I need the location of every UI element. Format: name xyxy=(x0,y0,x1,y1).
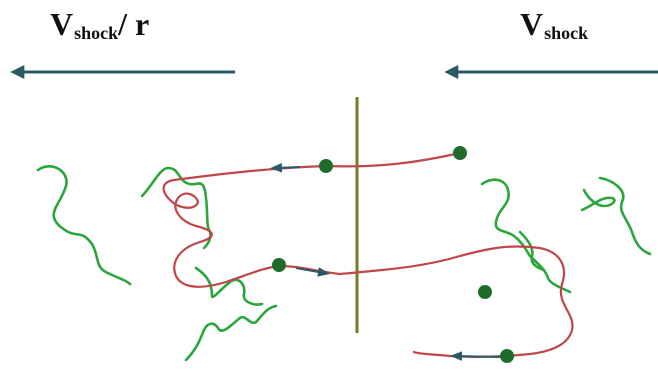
field-line-right-2 xyxy=(518,230,546,272)
field-line-right-1 xyxy=(480,178,572,294)
particle-dot xyxy=(500,349,514,363)
field-line-left-1 xyxy=(140,166,212,250)
particles xyxy=(272,146,514,363)
downstream-velocity-label: Vshock/ r xyxy=(50,6,150,43)
field-line-far-right-1 xyxy=(580,188,616,212)
trajectory-arrow-bottom xyxy=(450,351,501,361)
trajectory-main xyxy=(162,151,574,358)
field-line-bottom-left xyxy=(184,304,278,362)
particle-dot xyxy=(272,258,286,272)
field-line-far-right-2 xyxy=(598,176,652,256)
particle-trajectories xyxy=(162,151,574,358)
field-line-far-left xyxy=(36,165,132,286)
particle-dot xyxy=(319,159,333,173)
upstream-velocity-label: Vshock xyxy=(520,6,589,43)
trajectory-arrow-top xyxy=(270,162,301,173)
trajectory-arrow-middle xyxy=(295,267,330,277)
particle-dot xyxy=(478,285,492,299)
magnetic-field-lines xyxy=(36,165,652,362)
particle-dot xyxy=(453,146,467,160)
